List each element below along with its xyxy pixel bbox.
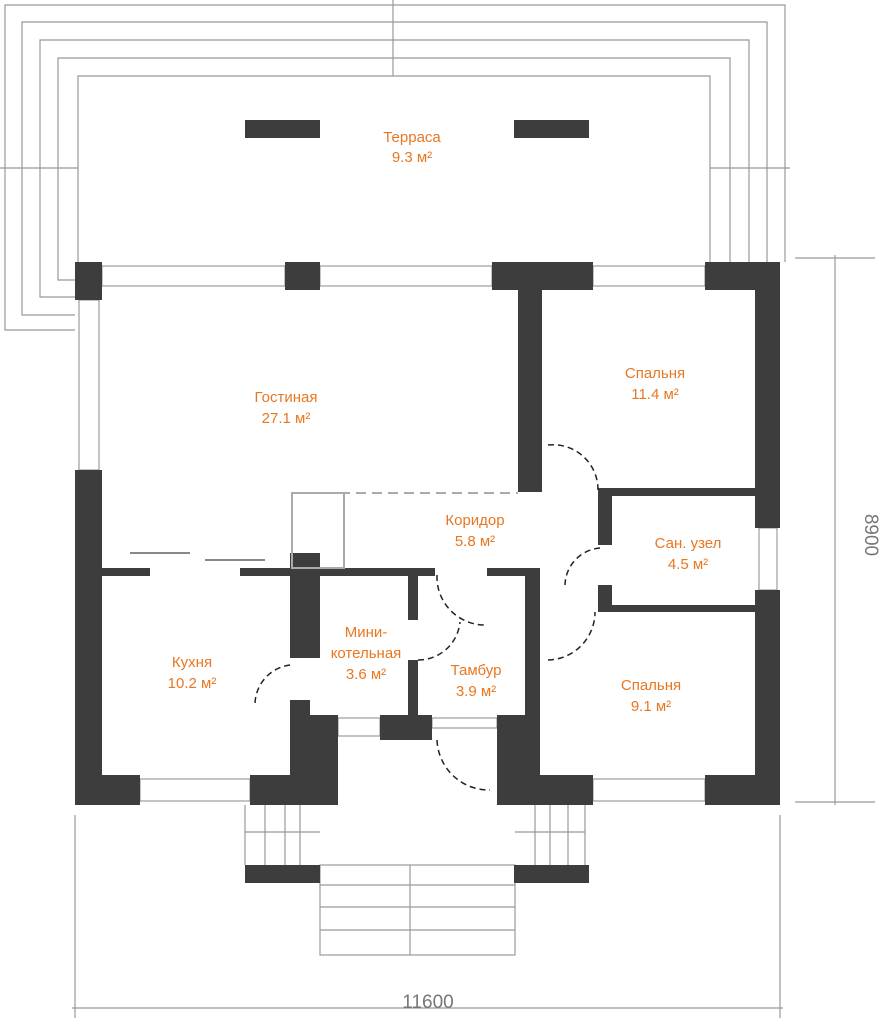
room-area-bathroom: 4.5 м² [668, 556, 708, 573]
room-name-boiler: Мини- [345, 624, 388, 641]
room-name-corridor: Коридор [445, 512, 504, 529]
doors [254, 443, 601, 791]
room-name-bedroom2: Спальня [621, 677, 681, 694]
width-dimension: 11600 [402, 992, 453, 1013]
room-name-bathroom: Сан. узел [655, 535, 722, 552]
terrace-steps [0, 0, 790, 331]
room-name-kitchen: Кухня [172, 654, 212, 671]
chimney [290, 553, 320, 658]
terrace-bench [245, 120, 320, 138]
entrance-stairs [244, 805, 589, 956]
room-labels: Терраса 9.3 м² Гостиная 27.1 м² Спальня … [168, 129, 722, 715]
room-area-bedroom2: 9.1 м² [631, 698, 671, 715]
room-area-living: 27.1 м² [262, 410, 311, 427]
walls [75, 262, 780, 805]
room-name-bedroom1: Спальня [625, 365, 685, 382]
room-name-boiler-2: котельная [331, 645, 402, 662]
dimension-lines [72, 255, 875, 1018]
room-name-living: Гостиная [255, 389, 318, 406]
height-dimension: 8900 [860, 514, 881, 556]
room-area-vestibule: 3.9 м² [456, 683, 496, 700]
room-area-bedroom1: 11.4 м² [631, 386, 679, 403]
room-name-terrace: Терраса [383, 129, 441, 146]
room-name-vestibule: Тамбур [451, 662, 502, 679]
room-area-corridor: 5.8 м² [455, 533, 495, 550]
room-area-boiler: 3.6 м² [346, 666, 386, 683]
terrace-bench [514, 120, 589, 138]
room-area-kitchen: 10.2 м² [168, 675, 217, 692]
room-area-terrace: 9.3 м² [392, 149, 432, 166]
